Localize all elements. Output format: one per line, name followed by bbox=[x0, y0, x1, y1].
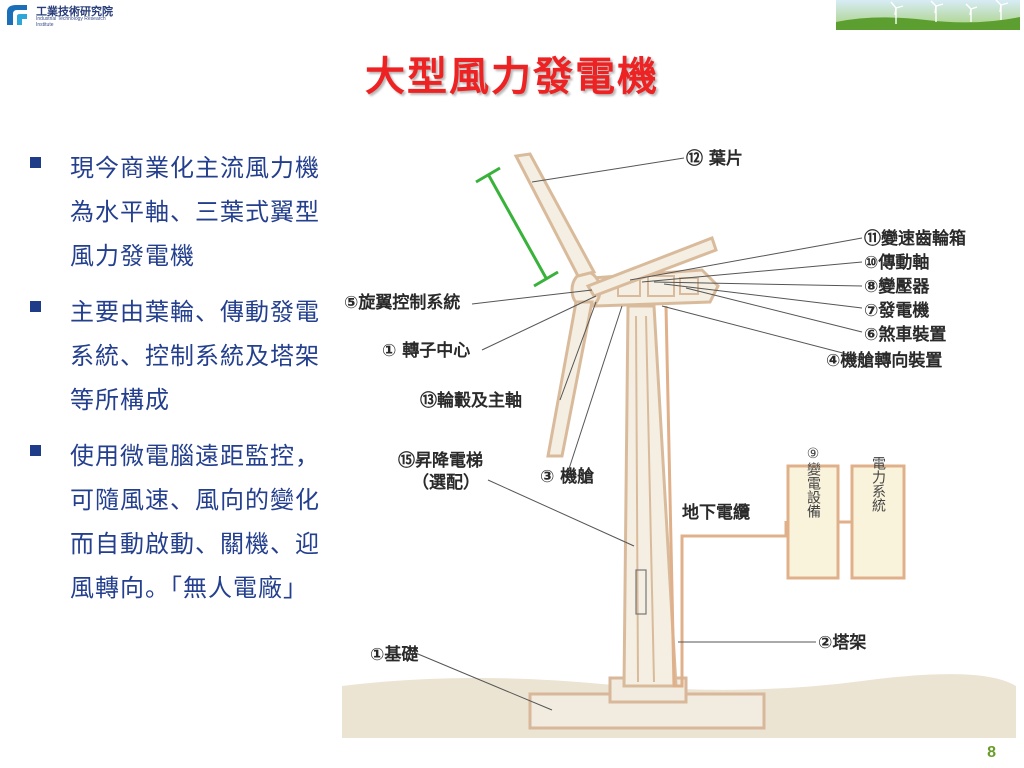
label-tower: ②塔架 bbox=[818, 632, 866, 653]
diagram-background bbox=[342, 126, 1016, 738]
bullet-square-icon bbox=[30, 445, 41, 456]
page-number: 8 bbox=[987, 744, 996, 761]
label-pitch: ⑤旋翼控制系統 bbox=[344, 292, 460, 313]
blade-lower bbox=[546, 300, 594, 458]
wind-turbine-diagram: ⑨變電設備 電力系統 ⑫ 葉片 ⑪變速齒輪箱 ⑩傳動軸 ⑧變壓器 ⑦發電機 ⑥煞… bbox=[342, 126, 1016, 738]
elevator-car bbox=[635, 569, 647, 615]
transformer-box bbox=[786, 464, 840, 580]
bullet-square-icon bbox=[30, 301, 41, 312]
label-cable: 地下電纜 bbox=[682, 502, 750, 523]
itri-logo-icon bbox=[4, 2, 30, 28]
bullet-square-icon bbox=[30, 157, 41, 168]
tower-inner-line bbox=[635, 315, 639, 683]
foundation-block bbox=[528, 692, 766, 730]
bullet-item: 使用微電腦遠距監控，可隨風速、風向的變化而自動啟動、關機、迎風轉向。「無人電廠」 bbox=[30, 434, 330, 610]
underground-cable bbox=[664, 305, 788, 688]
label-shaft: ⑩傳動軸 bbox=[864, 252, 929, 273]
generator-part bbox=[647, 275, 675, 297]
leader-lines bbox=[417, 157, 863, 711]
org-name-en: Industrial Technology Research Institute bbox=[36, 16, 106, 28]
label-foundation: ①基礎 bbox=[370, 644, 419, 665]
wind-farm-banner bbox=[836, 0, 1020, 30]
itri-logo: 工業技術研究院 Industrial Technology Research I… bbox=[4, 2, 154, 30]
bullet-text: 現今商業化主流風力機為水平軸、三葉式翼型風力發電機 bbox=[70, 154, 320, 270]
tower-inner-line bbox=[645, 315, 655, 683]
grid-label: 電力系統 bbox=[870, 456, 886, 513]
bullet-item: 現今商業化主流風力機為水平軸、三葉式翼型風力發電機 bbox=[30, 146, 330, 278]
label-nacelle: ③ 機艙 bbox=[540, 466, 594, 487]
transformer-label: ⑨變電設備 bbox=[805, 446, 821, 518]
label-yaw: ④機艙轉向裝置 bbox=[826, 350, 942, 371]
label-generator: ⑦發電機 bbox=[864, 300, 929, 321]
bullet-list: 現今商業化主流風力機為水平軸、三葉式翼型風力發電機 主要由葉輪、傳動發電系統、控… bbox=[30, 146, 330, 622]
grid-box bbox=[850, 464, 906, 580]
slide-title: 大型風力發電機 bbox=[365, 54, 659, 100]
blade-width-marker bbox=[475, 166, 559, 288]
label-blade: ⑫ 葉片 bbox=[686, 148, 743, 169]
label-rotor: ① 轉子中心 bbox=[382, 340, 470, 361]
blade-right bbox=[585, 236, 718, 298]
bullet-text: 使用微電腦遠距監控，可隨風速、風向的變化而自動啟動、關機、迎風轉向。「無人電廠」 bbox=[70, 442, 320, 602]
label-pressure: ⑧變壓器 bbox=[864, 276, 930, 297]
label-gearbox: ⑪變速齒輪箱 bbox=[864, 228, 966, 249]
label-elevator-note: （選配） bbox=[412, 472, 480, 493]
label-elevator: ⑮昇降電梯 bbox=[398, 450, 483, 471]
org-name-cn: 工業技術研究院 bbox=[36, 5, 113, 18]
bullet-item: 主要由葉輪、傳動發電系統、控制系統及塔架等所構成 bbox=[30, 290, 330, 422]
label-brake: ⑥煞車裝置 bbox=[864, 324, 946, 345]
bullet-text: 主要由葉輪、傳動發電系統、控制系統及塔架等所構成 bbox=[70, 298, 320, 414]
label-hub: ⑬輪轂及主軸 bbox=[420, 390, 522, 411]
blade-upper bbox=[513, 152, 597, 278]
